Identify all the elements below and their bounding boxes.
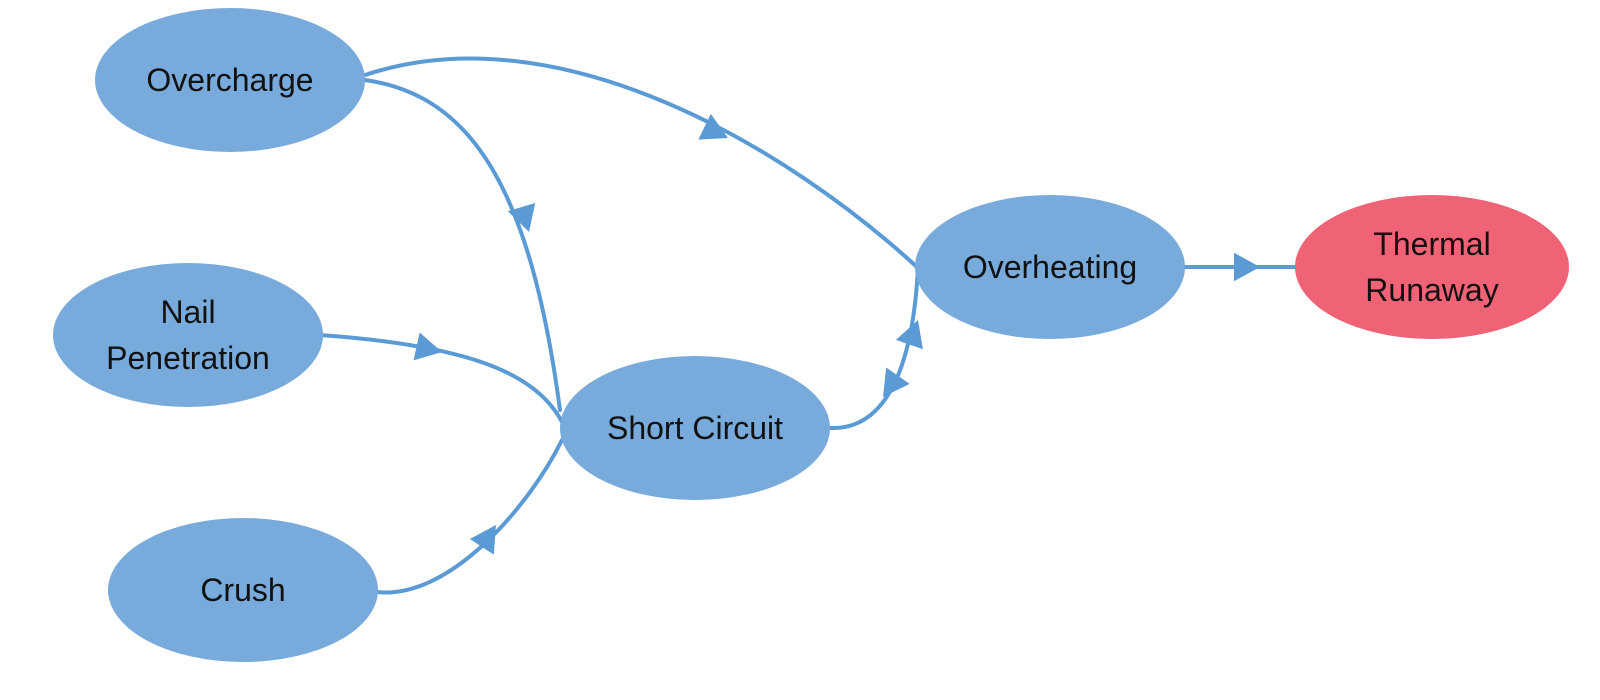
arrowhead-icon	[895, 320, 923, 350]
node-crush: Crush	[108, 518, 378, 662]
edge-line	[363, 56, 920, 270]
node-overheating: Overheating	[915, 195, 1185, 339]
arrowhead-icon	[413, 332, 442, 361]
arrowhead-icon	[507, 202, 536, 232]
node-ellipse	[108, 518, 378, 662]
arrowhead-icon	[883, 367, 910, 397]
node-label: Thermal	[1373, 226, 1490, 262]
edge-line	[363, 78, 562, 412]
node-label: Penetration	[106, 340, 270, 376]
node-label: Overheating	[963, 249, 1137, 285]
edge-short-circuit-to-overheating	[828, 266, 923, 431]
node-ellipse	[53, 263, 323, 407]
node-ellipse	[915, 195, 1185, 339]
arrowhead-icon	[1234, 252, 1260, 282]
edge-overcharge-to-overheating	[363, 56, 920, 270]
node-label: Short Circuit	[607, 410, 783, 446]
edge-crush-to-short-circuit	[375, 438, 564, 595]
node-label: Runaway	[1365, 272, 1498, 308]
node-ellipse	[95, 8, 365, 152]
edges-layer	[318, 56, 1297, 595]
edge-overheating-to-short-circuit	[883, 367, 910, 397]
node-label: Crush	[200, 572, 285, 608]
arrowhead-icon	[469, 525, 496, 555]
edge-overcharge-to-short-circuit	[363, 78, 562, 412]
node-label: Overcharge	[146, 62, 313, 98]
edge-line	[318, 333, 564, 424]
node-ellipse	[560, 356, 830, 500]
node-short-circuit: Short Circuit	[560, 356, 830, 500]
edge-nail-penetration-to-short-circuit	[318, 332, 564, 424]
edge-line	[375, 438, 564, 595]
edge-line	[828, 266, 920, 431]
arrowhead-icon	[698, 113, 728, 140]
node-ellipse	[1295, 195, 1569, 339]
edge-overheating-to-thermal-runaway	[1183, 252, 1297, 282]
node-overcharge: Overcharge	[95, 8, 365, 152]
node-label: Nail	[160, 294, 215, 330]
